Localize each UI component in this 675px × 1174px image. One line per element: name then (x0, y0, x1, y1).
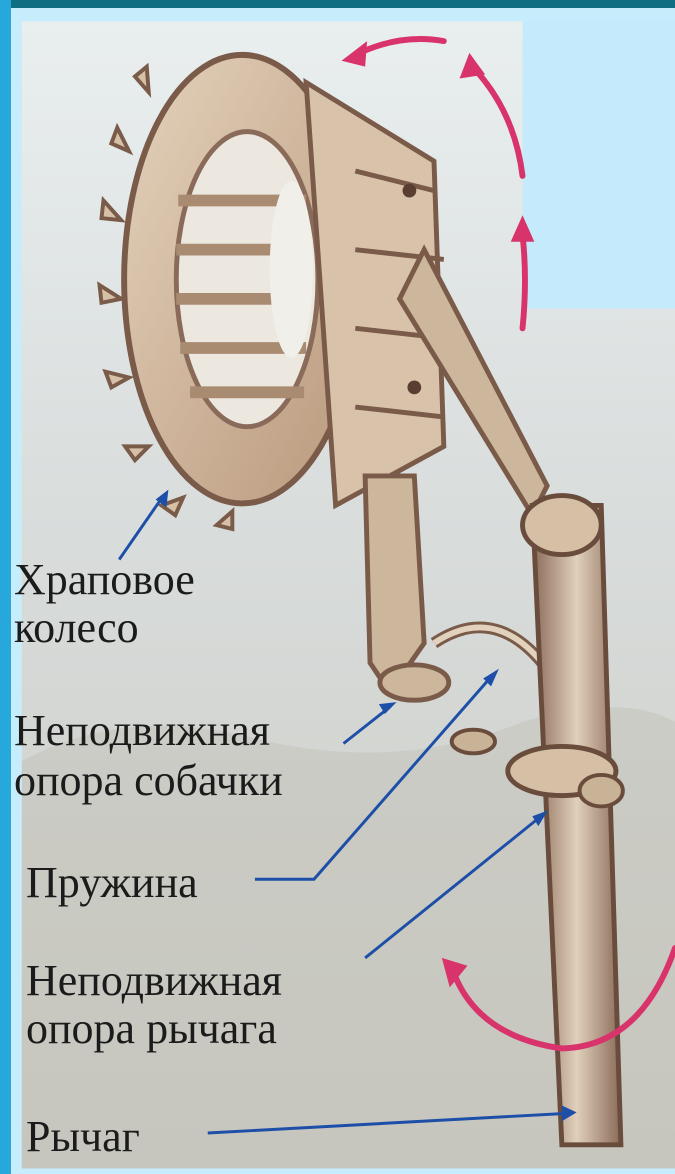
blue-panel (523, 21, 675, 308)
label-pawl-support-line2: опора собачки (14, 756, 283, 806)
top-edge-strip (0, 0, 675, 8)
label-ratchet-wheel-line1: Храповое (14, 555, 195, 605)
label-lever-support-line1: Неподвижная (26, 956, 282, 1006)
label-spring: Пружина (26, 858, 198, 908)
label-lever-support-line2: опора рычага (26, 1004, 277, 1054)
label-ratchet-wheel-line2: колесо (14, 603, 139, 653)
left-edge-strip (0, 0, 11, 1174)
label-lever: Рычаг (26, 1112, 140, 1162)
label-pawl-support-line1: Неподвижная (14, 706, 270, 756)
